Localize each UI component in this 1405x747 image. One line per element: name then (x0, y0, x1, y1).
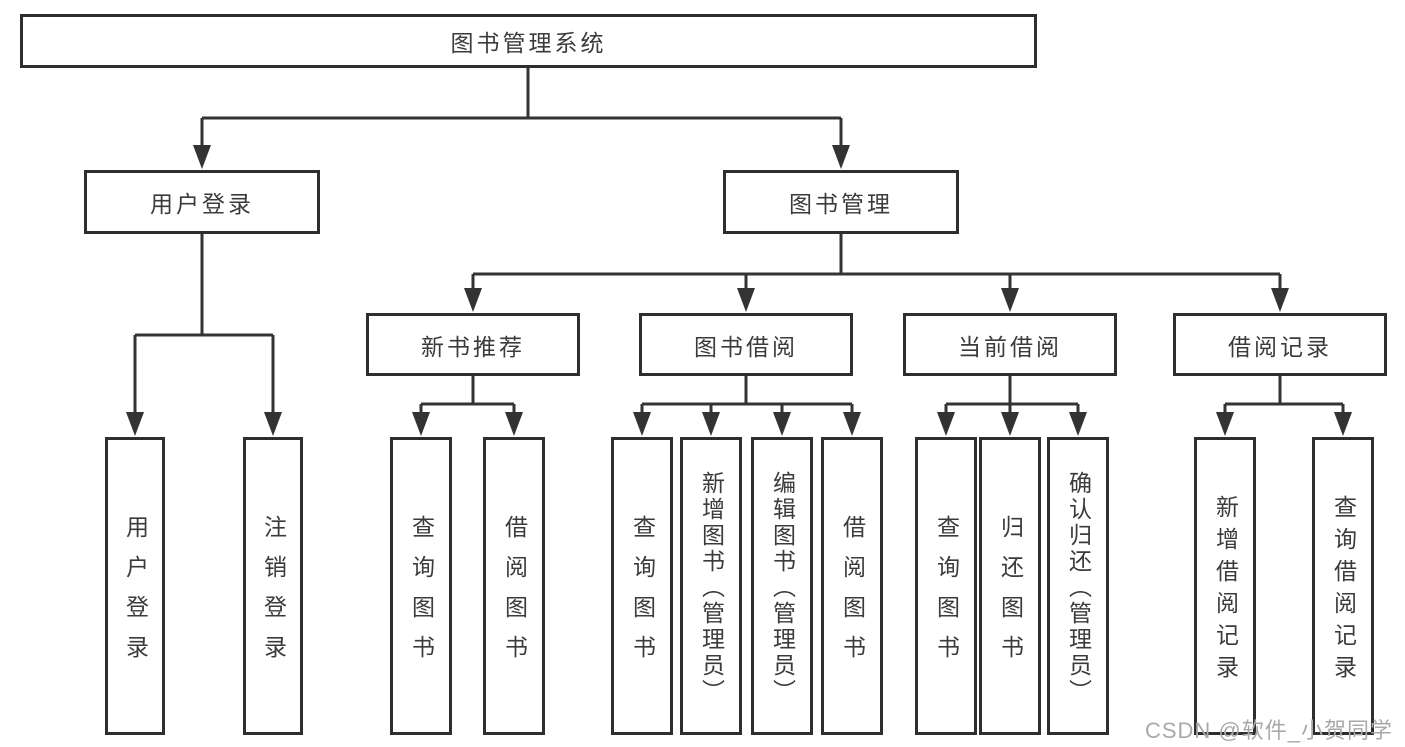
arrow-down-icon (1216, 412, 1234, 436)
node-leaf-user-login: 用户登录 (105, 437, 165, 735)
node-leaf-return-books: 归还图书 (979, 437, 1041, 735)
node-label: 编辑图书（管理员） (769, 470, 796, 705)
node-label: 用户登录 (150, 191, 254, 217)
node-leaf-query-borrow-record: 查询借阅记录 (1312, 437, 1374, 735)
node-leaf-add-books-admin: 新增图书（管理员） (680, 437, 742, 735)
node-new-book-recommend: 新书推荐 (366, 313, 580, 376)
node-label: 查询图书 (408, 514, 435, 675)
arrow-down-icon (1069, 412, 1087, 436)
node-book-management: 图书管理 (723, 170, 959, 234)
arrow-down-icon (126, 412, 144, 436)
arrow-down-icon (264, 412, 282, 436)
arrow-down-icon (633, 412, 651, 436)
node-leaf-logout: 注销登录 (243, 437, 303, 735)
arrow-down-icon (843, 412, 861, 436)
node-leaf-borrow-books-1: 借阅图书 (483, 437, 545, 735)
arrow-down-icon (702, 412, 720, 436)
node-leaf-borrow-books-2: 借阅图书 (821, 437, 883, 735)
csdn-watermark: CSDN @软件_小贺同学 (1144, 718, 1393, 743)
node-library-management-system: 图书管理系统 (20, 14, 1037, 68)
arrow-down-icon (737, 288, 755, 312)
arrow-down-icon (1271, 288, 1289, 312)
arrow-down-icon (1001, 412, 1019, 436)
node-leaf-query-books-3: 查询图书 (915, 437, 977, 735)
node-label: 借阅图书 (501, 514, 528, 675)
connector-new-books-to-leaves (412, 376, 523, 436)
node-label: 新增图书（管理员） (698, 470, 725, 705)
node-label: 新书推荐 (421, 333, 525, 360)
node-leaf-confirm-return-admin: 确认归还（管理员） (1047, 437, 1109, 735)
connector-user-login-to-leaves (126, 234, 282, 436)
connector-book-borrowing-to-leaves (633, 376, 861, 436)
arrow-down-icon (193, 145, 211, 169)
node-label: 图书管理 (789, 191, 893, 217)
node-leaf-query-books-1: 查询图书 (390, 437, 452, 735)
arrow-down-icon (1334, 412, 1352, 436)
node-user-login: 用户登录 (84, 170, 320, 234)
node-leaf-query-books-2: 查询图书 (611, 437, 673, 735)
node-label: 当前借阅 (958, 333, 1062, 360)
node-leaf-add-borrow-record: 新增借阅记录 (1194, 437, 1256, 735)
node-leaf-edit-books-admin: 编辑图书（管理员） (751, 437, 813, 735)
node-book-borrowing: 图书借阅 (639, 313, 853, 376)
node-label: 借阅记录 (1228, 333, 1332, 360)
node-label: 注销登录 (260, 514, 287, 675)
node-label: 图书借阅 (694, 333, 798, 360)
node-current-borrowing: 当前借阅 (903, 313, 1117, 376)
node-label: 查询借阅记录 (1330, 494, 1357, 687)
node-label: 确认归还（管理员） (1065, 470, 1092, 705)
node-label: 用户登录 (122, 514, 149, 675)
node-borrow-records: 借阅记录 (1173, 313, 1387, 376)
node-label: 图书管理系统 (450, 30, 607, 56)
connector-current-borrowing-to-leaves (937, 376, 1087, 436)
arrow-down-icon (937, 412, 955, 436)
arrow-down-icon (505, 412, 523, 436)
arrow-down-icon (412, 412, 430, 436)
arrow-down-icon (1001, 288, 1019, 312)
arrow-down-icon (832, 145, 850, 169)
node-label: 查询图书 (629, 514, 656, 675)
arrow-down-icon (773, 412, 791, 436)
connector-root-to-level2 (193, 68, 850, 169)
node-label: 归还图书 (997, 514, 1024, 675)
node-label: 新增借阅记录 (1212, 494, 1239, 687)
connector-borrow-records-to-leaves (1216, 376, 1352, 436)
connector-book-management-to-level3 (464, 234, 1289, 312)
node-label: 查询图书 (933, 514, 960, 675)
arrow-down-icon (464, 288, 482, 312)
node-label: 借阅图书 (839, 514, 866, 675)
